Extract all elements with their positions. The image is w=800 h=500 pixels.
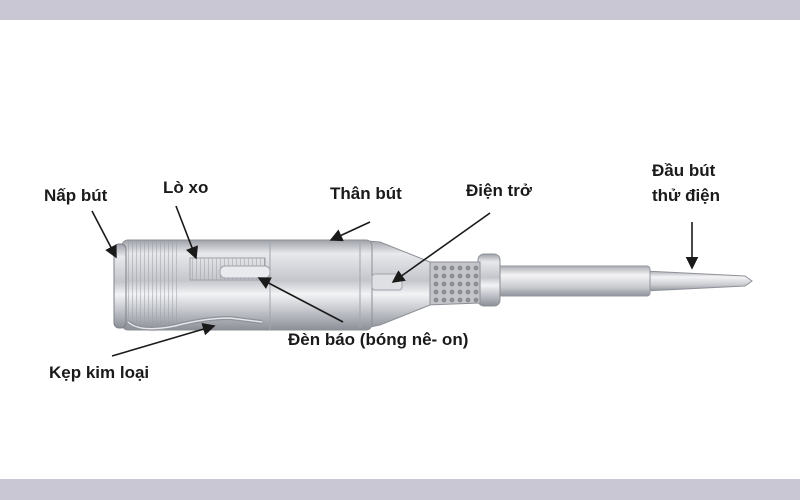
label-tip-line2: thử điện — [652, 186, 721, 205]
label-body: Thân bút — [330, 184, 402, 203]
arrow-clip — [111, 323, 216, 357]
label-clip: Kẹp kim loại — [49, 363, 150, 382]
label-resistor: Điện trở — [466, 181, 532, 200]
bottom-border — [0, 479, 800, 500]
thread — [125, 242, 180, 328]
top-border — [0, 0, 800, 20]
arrow-resistor — [391, 212, 491, 283]
label-lamp: Đèn báo (bóng nê- on) — [288, 330, 469, 349]
collar — [477, 253, 501, 307]
shaft — [494, 265, 651, 297]
label-tip-line1: Đầu bút — [652, 161, 716, 180]
arrow-spring — [175, 205, 198, 260]
probe-tip — [644, 270, 753, 292]
neon-lamp — [219, 265, 271, 279]
label-cap: Nấp bút — [44, 186, 108, 205]
arrow-cap — [91, 210, 117, 259]
label-spring: Lò xo — [163, 178, 209, 197]
resistor — [371, 273, 403, 291]
arrow-body — [329, 221, 371, 242]
arrow-lamp — [257, 277, 344, 323]
cap — [113, 243, 127, 329]
